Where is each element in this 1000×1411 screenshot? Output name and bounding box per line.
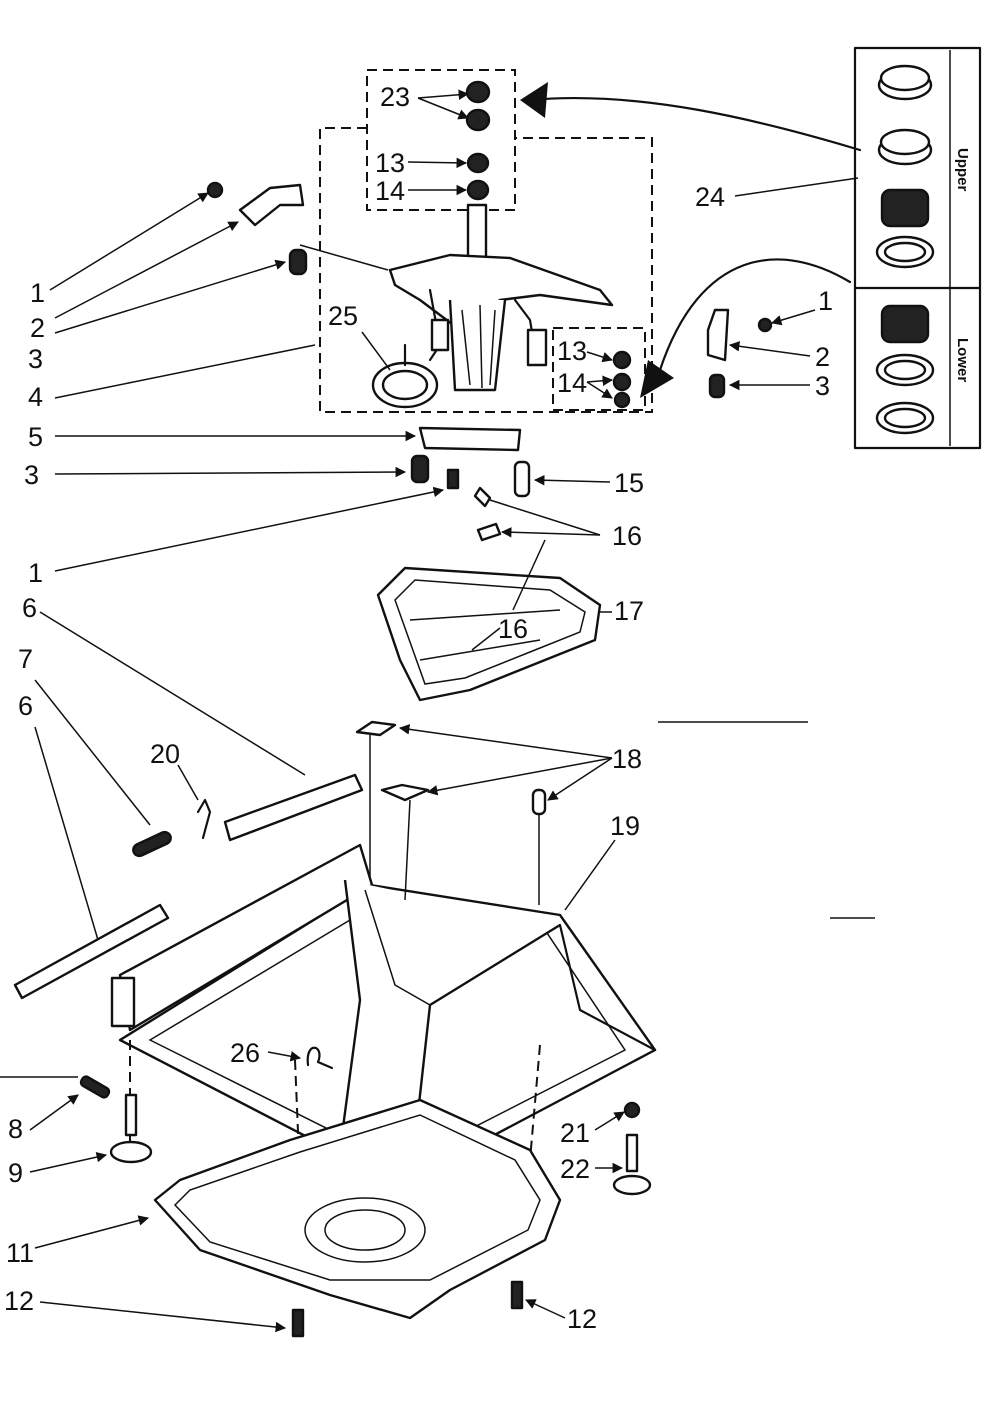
callout-19: 19 — [610, 811, 640, 841]
rail-6-upper — [223, 773, 364, 842]
bolt-1 — [206, 181, 224, 199]
callout-15: 15 — [614, 468, 644, 498]
brace-5 — [418, 426, 522, 452]
callout-13-top: 13 — [375, 148, 405, 178]
pad-16b — [476, 522, 502, 542]
pad-18c — [531, 788, 547, 816]
callout-12-right: 12 — [567, 1304, 597, 1334]
callout-24: 24 — [695, 182, 725, 212]
lower-kit-arrow — [658, 258, 852, 372]
callout-11: 11 — [6, 1238, 34, 1268]
callout-23: 23 — [380, 82, 410, 112]
mechanism-group-box — [319, 127, 653, 413]
callout-3-right: 3 — [815, 371, 830, 401]
callout-2: 2 — [30, 313, 45, 343]
callout-22: 22 — [560, 1154, 590, 1184]
callout-6-lower: 6 — [18, 691, 33, 721]
callout-12-left: 12 — [4, 1286, 34, 1316]
pad-16a — [473, 486, 492, 508]
tray-17 — [376, 566, 602, 702]
bearing-stack — [465, 80, 491, 201]
callout-20: 20 — [150, 739, 180, 769]
foot-9 — [109, 1140, 153, 1164]
bearing-13-small — [612, 350, 632, 370]
callout-numbers: 1 2 3 4 5 3 1 6 7 6 20 8 9 11 12 12 26 2… — [4, 82, 833, 1334]
callout-2-right: 2 — [815, 342, 830, 372]
bracket-2-right — [706, 308, 730, 362]
bolt-1-right — [757, 317, 773, 333]
bearing-detail-box — [366, 69, 516, 211]
pad-18a — [355, 720, 397, 737]
bumper-7 — [132, 830, 172, 858]
mechanism-assembly — [388, 203, 614, 392]
leveling-leg-8 — [124, 1093, 138, 1137]
lower-label: Lower — [954, 338, 971, 382]
callout-4: 4 — [28, 382, 43, 412]
callout-25: 25 — [328, 301, 358, 331]
upper-label: Upper — [954, 148, 971, 192]
base-pan-11 — [153, 1098, 562, 1320]
pin-15 — [513, 460, 531, 498]
callout-1: 1 — [30, 278, 45, 308]
leader-lines — [0, 89, 875, 1333]
upper-kit-arrow — [528, 96, 862, 152]
upper-kit-arrowhead — [520, 82, 548, 118]
screw-12-right — [510, 1280, 524, 1310]
spring-3 — [288, 248, 308, 276]
upper-bearing-rings — [875, 64, 935, 269]
callout-21: 21 — [560, 1118, 590, 1148]
callout-5: 5 — [28, 422, 43, 452]
callout-3: 3 — [28, 344, 43, 374]
lower-bearing-rings — [875, 304, 935, 435]
screw-12-left — [291, 1308, 305, 1338]
bearing-14a-small — [612, 372, 632, 392]
bolt-8 — [79, 1075, 111, 1099]
bearing-14b-small — [613, 391, 631, 409]
pad-18b — [380, 783, 430, 802]
callout-18: 18 — [612, 744, 642, 774]
callout-17: 17 — [614, 596, 644, 626]
callout-16-lower: 16 — [498, 614, 528, 644]
rail-6-lower — [13, 903, 170, 1000]
callout-8: 8 — [8, 1114, 23, 1144]
callout-3-lower: 3 — [24, 460, 39, 490]
lower-kit-arrowhead — [640, 360, 674, 398]
callout-7: 7 — [18, 644, 33, 674]
callout-1-right: 1 — [818, 286, 833, 316]
callout-16-upper: 16 — [612, 521, 642, 551]
bearing-kit-panel: Upper Lower — [853, 46, 982, 450]
small-bearing-box — [552, 327, 646, 411]
clip-20 — [196, 798, 212, 840]
callout-1-lower: 1 — [28, 558, 43, 588]
callout-9: 9 — [8, 1158, 23, 1188]
spring-26 — [306, 1046, 334, 1070]
callout-6-upper: 6 — [22, 593, 37, 623]
callout-14-right: 14 — [557, 368, 587, 398]
spring-3-lower — [410, 454, 430, 484]
callout-13-right: 13 — [557, 336, 587, 366]
leveling-leg-22 — [625, 1133, 639, 1173]
bracket-2 — [238, 183, 305, 227]
bolt-1-lower — [446, 468, 460, 490]
callout-14-top: 14 — [375, 176, 405, 206]
spring-3-right — [708, 373, 726, 399]
foot-22 — [612, 1174, 652, 1196]
nut-21 — [623, 1101, 641, 1119]
callout-26: 26 — [230, 1038, 260, 1068]
